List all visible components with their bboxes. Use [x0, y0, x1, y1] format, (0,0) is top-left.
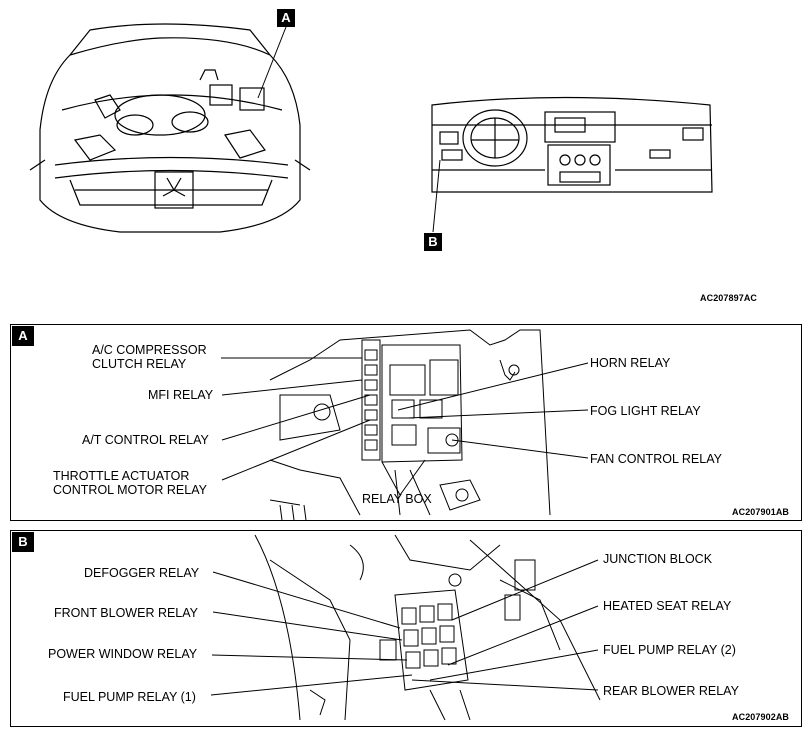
label-power-window-relay: POWER WINDOW RELAY: [48, 647, 198, 661]
panel-relay-box: [10, 324, 802, 521]
label-rear-blower-relay: REAR BLOWER RELAY: [603, 684, 739, 698]
label-fan-control-relay: FAN CONTROL RELAY: [590, 452, 722, 466]
label-throttle-line2: CONTROL MOTOR RELAY: [53, 483, 207, 497]
label-ac-compressor-line2: CLUTCH RELAY: [92, 357, 187, 371]
panel-junction-block: [10, 530, 802, 727]
label-at-control-relay: A/T CONTROL RELAY: [82, 433, 209, 447]
label-horn-relay: HORN RELAY: [590, 356, 671, 370]
label-fuel-pump-relay-2: FUEL PUMP RELAY (2): [603, 643, 736, 657]
label-fuel-pump-relay-1: FUEL PUMP RELAY (1): [63, 690, 196, 704]
label-defogger-relay: DEFOGGER RELAY: [84, 566, 200, 580]
panel-a-badge: A: [12, 326, 34, 346]
vehicle-engine-bay-illustration: [29, 23, 311, 233]
panel-b-figure-code: AC207902AB: [732, 712, 790, 722]
label-junction-block: JUNCTION BLOCK: [603, 552, 713, 566]
label-ac-compressor-line1: A/C COMPRESSOR: [92, 343, 207, 357]
figure-code: AC207897AC: [700, 293, 758, 303]
engine-bay-badge: A: [277, 9, 295, 27]
dashboard-illustration: [431, 96, 713, 193]
label-relay-box: RELAY BOX: [362, 492, 432, 506]
panel-b-badge: B: [12, 532, 34, 552]
label-heated-seat-relay: HEATED SEAT RELAY: [603, 599, 732, 613]
label-fog-light-relay: FOG LIGHT RELAY: [590, 404, 701, 418]
label-throttle-line1: THROTTLE ACTUATOR: [53, 469, 190, 483]
label-front-blower-relay: FRONT BLOWER RELAY: [54, 606, 199, 620]
label-mfi-relay: MFI RELAY: [148, 388, 214, 402]
panel-a-figure-code: AC207901AB: [732, 507, 790, 517]
dashboard-badge: B: [424, 233, 442, 251]
